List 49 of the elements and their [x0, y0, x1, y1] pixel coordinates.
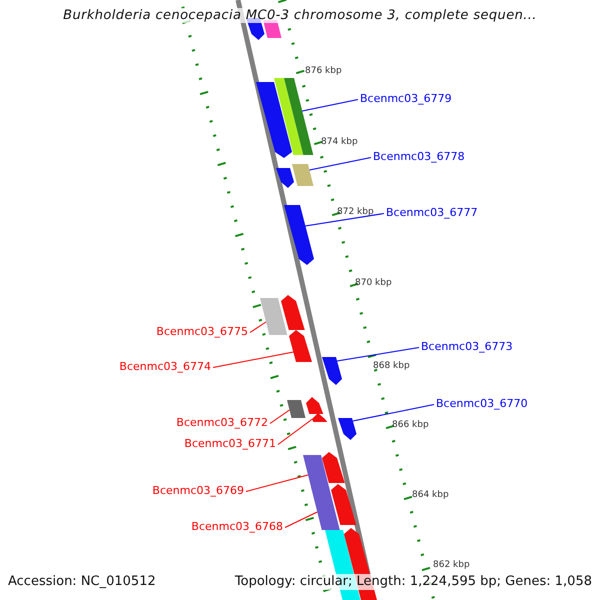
leader-line: [284, 512, 318, 528]
leader-line: [336, 347, 420, 362]
footer-text: Accession: NC_010512: [8, 574, 156, 590]
scale-label: 864 kbp: [412, 490, 449, 501]
gene-block: [292, 164, 314, 186]
gene-block: [287, 400, 306, 418]
leader-line: [302, 99, 358, 112]
gene-label: Bcenmc03_6775: [156, 325, 248, 338]
leader-line: [250, 322, 266, 333]
title: Burkholderia cenocepacia MC0-3 chromosome 3, complete sequen...: [63, 8, 537, 23]
scale-label: 862 kbp: [433, 560, 470, 571]
gene-label: Bcenmc03_6773: [421, 340, 513, 353]
gene-block: [256, 82, 292, 158]
gene-label: Bcenmc03_6772: [176, 416, 268, 429]
scale-label: 868 kbp: [373, 361, 410, 372]
leader-line: [278, 418, 313, 445]
leader-line: [270, 410, 290, 424]
scale-label: 872 kbp: [337, 207, 374, 218]
scale-label: 874 kbp: [321, 137, 358, 148]
gene-block: [284, 205, 314, 265]
gene-block: [289, 330, 312, 362]
scale-label: 876 kbp: [305, 66, 342, 77]
gene-block: [322, 452, 345, 483]
gene-label: Bcenmc03_6777: [386, 206, 478, 219]
gene-label: Bcenmc03_6768: [191, 520, 283, 533]
gene-block: [338, 418, 356, 440]
gene-label: Bcenmc03_6771: [184, 437, 276, 450]
scale-label: 870 kbp: [355, 278, 392, 289]
gene-block: [260, 298, 288, 335]
footer-text: Topology: circular; Length: 1,224,595 bp; Genes: 1,058: [234, 574, 592, 590]
gene-block: [311, 487, 340, 530]
leader-line: [352, 404, 434, 422]
leader-line: [304, 213, 384, 226]
gene-label: Bcenmc03_6774: [119, 360, 211, 373]
scale-label: 866 kbp: [392, 420, 429, 431]
leader-line: [309, 157, 372, 170]
gene-label: Bcenmc03_6778: [373, 150, 465, 163]
gene-block: [331, 484, 356, 525]
gene-block: [281, 295, 305, 330]
gene-block: [303, 455, 330, 490]
gene-label: Bcenmc03_6769: [152, 484, 244, 497]
gene-block: [312, 413, 328, 422]
leader-line: [212, 352, 294, 368]
gene-label: Bcenmc03_6779: [360, 92, 452, 105]
leader-line: [246, 474, 308, 492]
gene-label: Bcenmc03_6770: [436, 397, 528, 410]
gene-block: [276, 168, 294, 188]
gene-block: [274, 78, 314, 155]
gene-block: [322, 357, 342, 385]
